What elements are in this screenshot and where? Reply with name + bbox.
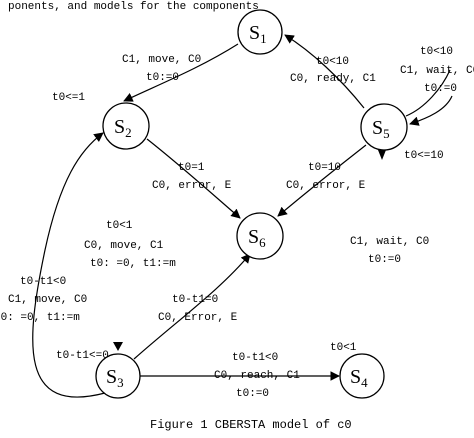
edge-s2-s6 [146, 138, 241, 219]
label-s3-s6-action: C0, Error, E [158, 312, 238, 324]
svg-text:S5: S5 [372, 117, 390, 141]
label-s3-s4-reset: t0:=0 [236, 388, 269, 400]
label-s2-s6-guard: t0=1 [178, 162, 205, 174]
svg-text:S3: S3 [106, 366, 124, 390]
label-s5-s1-guard: t0<10 [316, 56, 349, 68]
edge-s5-s1 [284, 34, 365, 109]
label-s5-invariant: t0<=10 [404, 150, 444, 162]
s5-init-triangle [378, 150, 386, 160]
state-s4: S4 [339, 353, 385, 399]
label-s3-s4-guard: t0-t1<0 [232, 352, 278, 364]
figure-caption: Figure 1 CBERSTA model of c0 [150, 418, 352, 432]
state-s2: S2 [102, 102, 150, 150]
label-s5-self-reset: t0:=0 [424, 83, 457, 95]
svg-text:S2: S2 [114, 116, 132, 140]
label-s2-s6-action: C0, error, E [152, 180, 232, 192]
label-s5-s6-action: C0, error, E [286, 180, 366, 192]
label-s2-invariant: t0<=1 [52, 92, 85, 104]
label-s5-s1-action: C0, ready, C1 [290, 73, 376, 85]
label-right-reset: t0:=0 [368, 254, 401, 266]
label-s3-s2-reset: t0: =0, t1:=m [0, 312, 80, 324]
label-s3-s6-guard: t0-t1=0 [172, 294, 218, 306]
label-s5-s6-guard: t0=10 [308, 162, 341, 174]
svg-text:S6: S6 [248, 226, 266, 250]
edge-s3-s2 [32, 132, 106, 398]
label-mid-reset: t0: =0, t1:=m [90, 258, 176, 270]
edge-s5-self-in [409, 95, 453, 126]
state-s1: S1 [237, 9, 283, 55]
label-right-action: C1, wait, C0 [350, 236, 429, 248]
label-s5-self-guard: t0<10 [420, 46, 453, 58]
state-s3: S3 [95, 353, 141, 399]
label-s3-s4-action: C0, reach, C1 [214, 370, 300, 382]
label-s1-s2-action: C1, move, C0 [122, 54, 201, 66]
state-s5: S5 [360, 103, 408, 151]
edge-s5-self-out [405, 69, 451, 117]
label-s3-s2-guard: t0-t1<0 [20, 276, 66, 288]
label-s3-invariant: t0-t1<=0 [56, 350, 109, 362]
edge-s1-s2 [123, 43, 239, 102]
label-s1-s2-reset: t0:=0 [146, 72, 179, 84]
label-s3-s2-action: C1, move, C0 [8, 294, 87, 306]
label-s5-self-action: C1, wait, C0 [400, 65, 474, 77]
svg-text:S4: S4 [350, 366, 368, 390]
s3-init-triangle [113, 342, 123, 351]
svg-text:S1: S1 [249, 22, 267, 46]
state-s6: S6 [236, 212, 284, 260]
label-mid-action: C0, move, C1 [84, 240, 164, 252]
label-mid-guard: t0<1 [106, 220, 133, 232]
top-text-fragment: ponents, and models for the components [8, 1, 259, 13]
edge-s5-s6 [277, 144, 367, 217]
label-s4-invariant: t0<1 [330, 342, 357, 354]
edge-s3-s6 [133, 253, 251, 360]
